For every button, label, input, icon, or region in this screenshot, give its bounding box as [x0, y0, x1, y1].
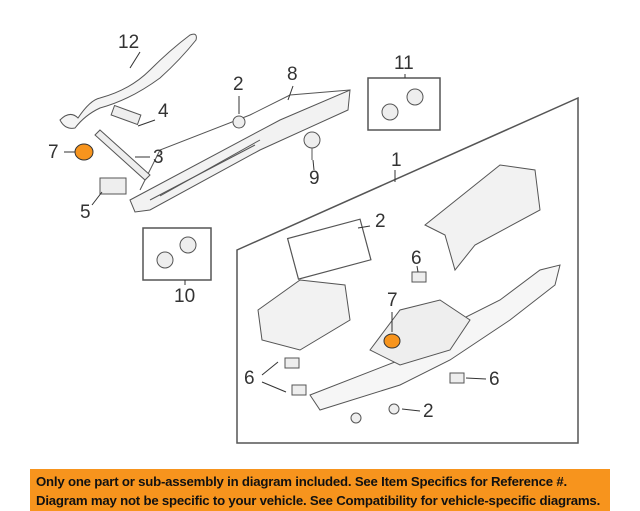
- callout-9: 9: [309, 168, 320, 189]
- callout-3: 3: [153, 147, 164, 168]
- callout-2: 2: [375, 211, 386, 232]
- callout-2: 2: [423, 401, 434, 422]
- callout-6: 6: [411, 248, 422, 269]
- bumper-assembly-box: [236, 96, 579, 444]
- disclaimer-banner: Only one part or sub-assembly in diagram…: [30, 469, 610, 511]
- bracket-5: [99, 177, 127, 195]
- disclaimer-line-1: Only one part or sub-assembly in diagram…: [36, 474, 567, 489]
- bumper-end-left: [257, 279, 351, 351]
- disclaimer-line-2: Diagram may not be specific to your vehi…: [36, 493, 601, 508]
- callout-7: 7: [48, 142, 59, 163]
- sensor-box-11: [367, 77, 441, 131]
- bumper-end-right: [424, 164, 541, 272]
- sensors-10: [156, 236, 197, 269]
- callout-2: 2: [233, 74, 244, 95]
- bumper-frame: [309, 264, 561, 411]
- leader-lines: [64, 51, 487, 412]
- wiring-harness-12: [59, 33, 197, 129]
- callout-11: 11: [394, 53, 414, 74]
- callout-7: 7: [387, 290, 398, 311]
- strip-3: [94, 129, 151, 181]
- callout-10: 10: [174, 286, 196, 307]
- sensors-11: [381, 88, 424, 121]
- callout-12: 12: [118, 32, 140, 53]
- pin-9: [303, 131, 321, 160]
- callout-6: 6: [489, 369, 500, 390]
- bolts: [350, 403, 400, 424]
- callout-1: 1: [391, 150, 402, 171]
- callout-6: 6: [244, 368, 255, 389]
- callout-4: 4: [158, 101, 169, 122]
- step-pad-8: [129, 89, 351, 213]
- callout-5: 5: [80, 202, 91, 223]
- callout-8: 8: [287, 64, 298, 85]
- nut-clips: [284, 271, 465, 396]
- bracket-4: [110, 104, 142, 126]
- bolt-2: [232, 115, 246, 129]
- bolt-box-2: [286, 218, 372, 280]
- sensor-box-10: [142, 227, 212, 281]
- highlighted-part-7: [74, 143, 401, 349]
